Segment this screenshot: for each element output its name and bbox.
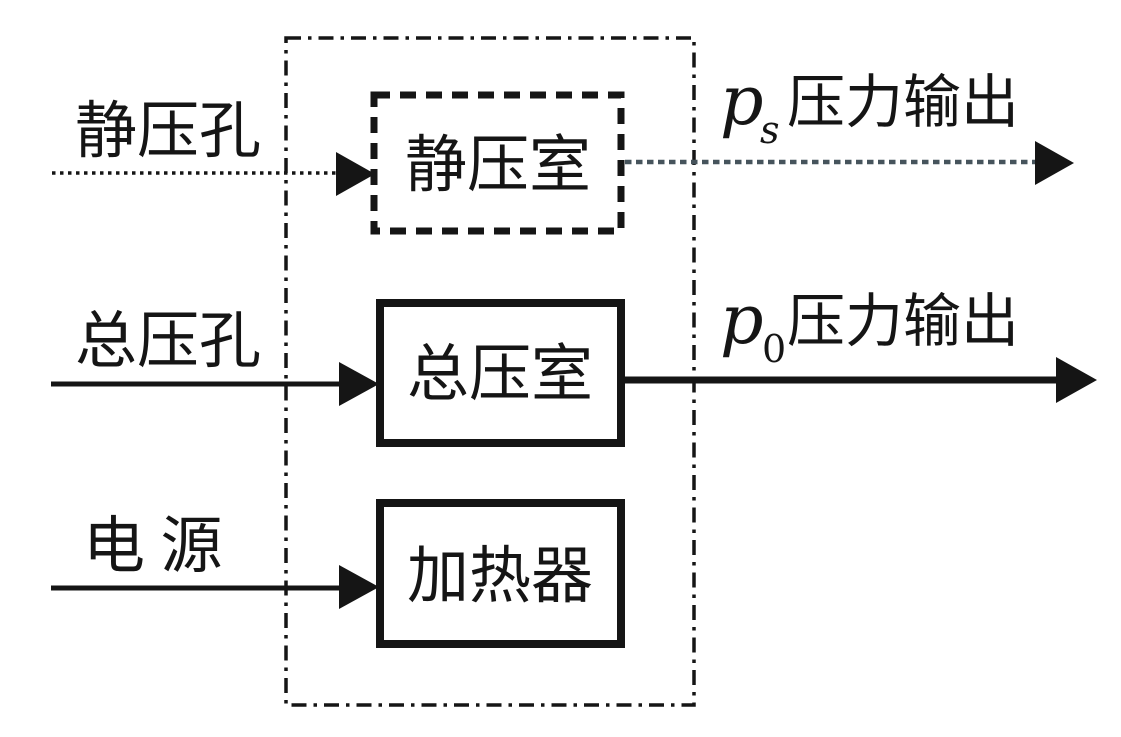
static-port-arrowhead-icon — [336, 152, 375, 196]
static-output-arrowhead-icon — [1035, 141, 1074, 185]
heater-label: 加热器 — [407, 543, 593, 611]
static-output-symbol: p — [720, 62, 764, 141]
total-port-arrowhead-icon — [339, 362, 379, 406]
power-arrowhead-icon — [339, 565, 379, 609]
total-output-symbol: p — [720, 281, 764, 360]
static-output-subscript: s — [760, 108, 780, 152]
total-output-arrowhead-icon — [1056, 357, 1097, 403]
total-chamber-box — [376, 299, 625, 447]
static-output-label: 压力输出 — [787, 70, 1019, 135]
total-output-subscript: 0 — [762, 327, 786, 371]
static-port-label: 静压孔 — [75, 98, 261, 166]
static-chamber-box — [370, 91, 625, 235]
probe-enclosure-border — [284, 36, 696, 707]
heater-box — [376, 499, 625, 648]
power-label: 电 源 — [83, 513, 223, 581]
total-output-label: 压力输出 — [787, 289, 1019, 354]
total-chamber-label: 总压室 — [407, 341, 593, 409]
static-chamber-label: 静压室 — [405, 132, 591, 200]
total-port-label: 总压孔 — [75, 308, 261, 376]
